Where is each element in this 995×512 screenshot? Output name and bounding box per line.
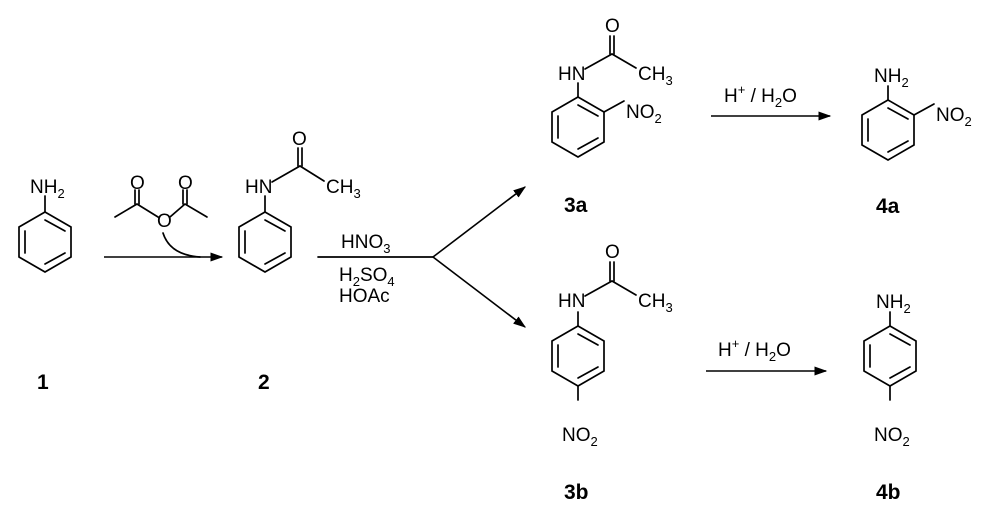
compound-4a: NH2 NO2 4a [861,66,972,218]
methyl-group: CH3 [638,64,673,88]
hydrolysis-conditions-a: H+ / H2O [724,82,797,110]
benzene-ring [551,96,605,158]
reagent-sulfuric-acid: H2SO4 [339,265,395,289]
curved-arrow [162,232,201,258]
amide-nh: HN [558,291,585,312]
compound-number-2: 2 [258,371,270,394]
compound-1-aniline: NH2 1 [18,177,72,394]
compound-3a: HN O CH3 NO2 3a [551,16,673,217]
amine-group: NH2 [876,292,911,316]
hydrolysis-conditions-b: H+ / H2O [718,336,791,364]
compound-number-3a: 3a [564,194,588,217]
benzene-ring [18,211,72,273]
nitro-group: NO2 [562,425,598,449]
compound-number-4b: 4b [876,481,901,504]
benzene-ring [238,211,292,273]
arrow-to-3a [432,186,527,258]
compound-3b: HN O CH3 NO2 3b [551,242,673,504]
arrow-to-3b [432,256,527,328]
carbonyl-oxygen-left: O [130,173,145,194]
compound-4b: NH2 NO2 4b [863,292,917,504]
methyl-group: CH3 [638,291,673,315]
compound-number-1: 1 [37,371,49,394]
compound-number-3b: 3b [564,481,589,504]
nitro-group: NO2 [626,102,662,126]
carbonyl-oxygen: O [292,129,307,150]
hydrolysis-b: H+ / H2O [706,336,828,376]
amide-nh: HN [245,177,272,198]
methyl-group: CH3 [326,177,361,201]
amide-nh: HN [558,64,585,85]
benzene-ring [551,325,605,387]
carbonyl-oxygen: O [605,16,620,37]
benzene-ring [863,325,917,387]
amine-group: NH2 [30,177,65,201]
benzene-ring [861,99,915,161]
nitro-group: NO2 [874,425,910,449]
reagent-acetic-acid: HOAc [339,286,390,307]
bridging-oxygen: O [157,211,172,232]
nitration-conditions: HNO3 H2SO4 HOAc [317,186,527,328]
reagent-nitric-acid: HNO3 [341,232,390,256]
acetic-anhydride: O O O [114,173,208,258]
amine-group: NH2 [874,66,909,90]
carbonyl-oxygen-right: O [178,173,193,194]
nitro-group: NO2 [936,105,972,129]
carbonyl-oxygen: O [605,242,620,263]
hydrolysis-a: H+ / H2O [711,82,832,121]
compound-number-4a: 4a [876,195,900,218]
compound-2-acetanilide: HN O CH3 2 [238,129,361,394]
